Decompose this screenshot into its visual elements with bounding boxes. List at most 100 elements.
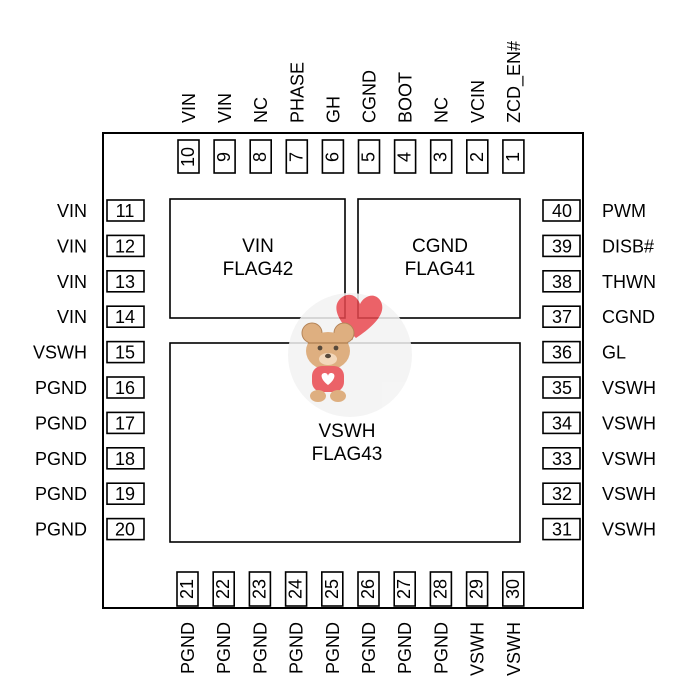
pin-20: 20 PGND bbox=[35, 517, 145, 541]
pin-label: VIN bbox=[57, 236, 87, 256]
pin-label: VCIN bbox=[468, 80, 488, 123]
pin-label: VSWH bbox=[504, 622, 524, 676]
pin-number: 33 bbox=[552, 449, 572, 469]
pin-number: 15 bbox=[115, 343, 135, 363]
pin-label: VSWH bbox=[602, 413, 656, 433]
pin-label: VIN bbox=[179, 93, 199, 123]
teddy-bear-with-heart-balloon-icon bbox=[288, 293, 412, 417]
pin-number: 18 bbox=[115, 449, 135, 469]
pin-label: VIN bbox=[215, 93, 235, 123]
pin-label: PGND bbox=[395, 622, 415, 674]
pin-number: 35 bbox=[552, 378, 572, 398]
pin-number: 34 bbox=[552, 413, 572, 433]
pin-6: 6GH bbox=[321, 96, 345, 174]
package-outline bbox=[102, 132, 584, 609]
pin-number: 2 bbox=[467, 152, 487, 162]
pin-label: PGND bbox=[431, 622, 451, 674]
pin-number: 25 bbox=[322, 579, 342, 599]
pin-number: 26 bbox=[358, 579, 378, 599]
pin-number: 8 bbox=[250, 152, 270, 162]
pin-number: 23 bbox=[249, 579, 269, 599]
pin-label: CGND bbox=[360, 70, 380, 123]
pin-label: PGND bbox=[250, 622, 270, 674]
pin-18: 18 PGND bbox=[35, 446, 145, 470]
pin-label: DISB# bbox=[602, 236, 654, 256]
pin-number: 20 bbox=[115, 520, 135, 540]
pin-15: 15 VSWH bbox=[33, 340, 145, 364]
pin-label: PGND bbox=[178, 622, 198, 674]
pin-12: 12 VIN bbox=[57, 234, 145, 258]
pin-label: PGND bbox=[359, 622, 379, 674]
pin-number: 1 bbox=[503, 152, 523, 162]
pad-vin-flag: FLAG42 bbox=[223, 259, 294, 280]
pin-number: 27 bbox=[394, 579, 414, 599]
pin-number: 7 bbox=[286, 152, 306, 162]
pin-7: 7 PHASE bbox=[285, 62, 309, 174]
exposed-pad-vin: VIN FLAG42 bbox=[169, 198, 346, 319]
pin-label: VIN bbox=[57, 201, 87, 221]
pin-label: NC bbox=[251, 97, 271, 123]
pin-label: PGND bbox=[35, 520, 87, 540]
pin-number: 3 bbox=[431, 152, 451, 162]
pin-label: PHASE bbox=[287, 62, 307, 123]
pin-number: 5 bbox=[359, 152, 379, 162]
pin-number: 12 bbox=[115, 236, 135, 256]
pin-label: PGND bbox=[323, 622, 343, 674]
pin-number: 9 bbox=[214, 152, 234, 162]
pin-label: NC bbox=[432, 97, 452, 123]
pin-label: VSWH bbox=[33, 343, 87, 363]
pin-label: VIN bbox=[57, 307, 87, 327]
pin-number: 28 bbox=[430, 579, 450, 599]
pin-number: 19 bbox=[115, 484, 135, 504]
pin-label: VSWH bbox=[602, 449, 656, 469]
pin-39: 39 DISB# bbox=[542, 234, 654, 258]
pins-left-column: 11VIN12VIN13VIN14VIN15VSWH16PGND17PGND18… bbox=[33, 199, 145, 541]
pin-number: 31 bbox=[552, 520, 572, 540]
pin-label: PWM bbox=[602, 201, 646, 221]
pin-label: THWN bbox=[602, 272, 656, 292]
pin-33: 33 VSWH bbox=[542, 446, 656, 470]
pin-number: 37 bbox=[552, 307, 572, 327]
pin-label: PGND bbox=[287, 622, 307, 674]
pad-vswh-flag: FLAG43 bbox=[312, 444, 383, 465]
pin-number: 22 bbox=[213, 579, 233, 599]
pin-number: 17 bbox=[115, 413, 135, 433]
pin-17: 17 PGND bbox=[35, 411, 145, 435]
pin-number: 40 bbox=[552, 201, 572, 221]
pin-label: VSWH bbox=[468, 622, 488, 676]
pin-number: 21 bbox=[177, 579, 197, 599]
pad-cgnd-flag: FLAG41 bbox=[405, 259, 476, 280]
pin-number: 29 bbox=[467, 579, 487, 599]
pin-label: BOOT bbox=[396, 72, 416, 123]
pin-label: PGND bbox=[35, 449, 87, 469]
pin-2: 2 VCIN bbox=[465, 80, 489, 174]
pin-label: ZCD_EN# bbox=[504, 41, 525, 123]
pin-number: 32 bbox=[552, 484, 572, 504]
pin-number: 11 bbox=[116, 201, 135, 221]
pin-label: VIN bbox=[57, 272, 87, 292]
pin-label: PGND bbox=[35, 413, 87, 433]
pin-3: 3 NC bbox=[429, 97, 453, 174]
pin-number: 6 bbox=[322, 152, 342, 162]
pad-vin-name: VIN bbox=[242, 236, 274, 257]
exposed-pad-cgnd: CGND FLAG41 bbox=[357, 198, 521, 319]
pin-number: 39 bbox=[552, 236, 572, 256]
